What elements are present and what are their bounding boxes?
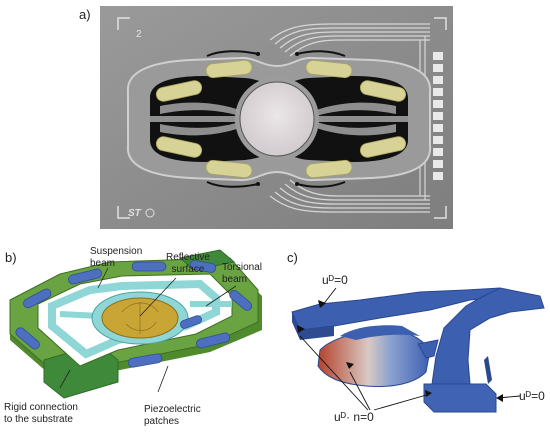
fem-bc-right-label: uᴰ=0 <box>519 389 545 403</box>
chip-mirror-plate <box>239 81 315 157</box>
fem-right-anchor <box>423 383 497 413</box>
chip-logo: ST <box>128 208 155 219</box>
chip-suspension-bars <box>150 102 408 136</box>
model-piezo-patches <box>15 260 253 368</box>
model-callout-lines <box>59 267 237 393</box>
svg-text:ST: ST <box>128 208 142 219</box>
model-suspension-ring <box>48 279 220 359</box>
panel-a-label: a) <box>79 7 91 22</box>
panel-b-label: b) <box>5 250 17 265</box>
fem-right-arm <box>431 287 545 385</box>
chip-sensor-lines <box>206 50 346 188</box>
fem-bc-arrows <box>299 287 521 411</box>
chip-bond-pads <box>433 52 443 180</box>
fem-bc-top-label: uᴰ=0 <box>322 273 348 287</box>
chip-number: 2 <box>136 29 142 40</box>
chip-corner-marks <box>117 17 447 219</box>
fem-bc-bottom-label: uᴰ· n=0 <box>334 410 374 424</box>
fem-mirror-plate <box>317 329 431 387</box>
panel-c-label: c) <box>287 250 298 265</box>
chip-piezo-pads <box>155 59 407 179</box>
